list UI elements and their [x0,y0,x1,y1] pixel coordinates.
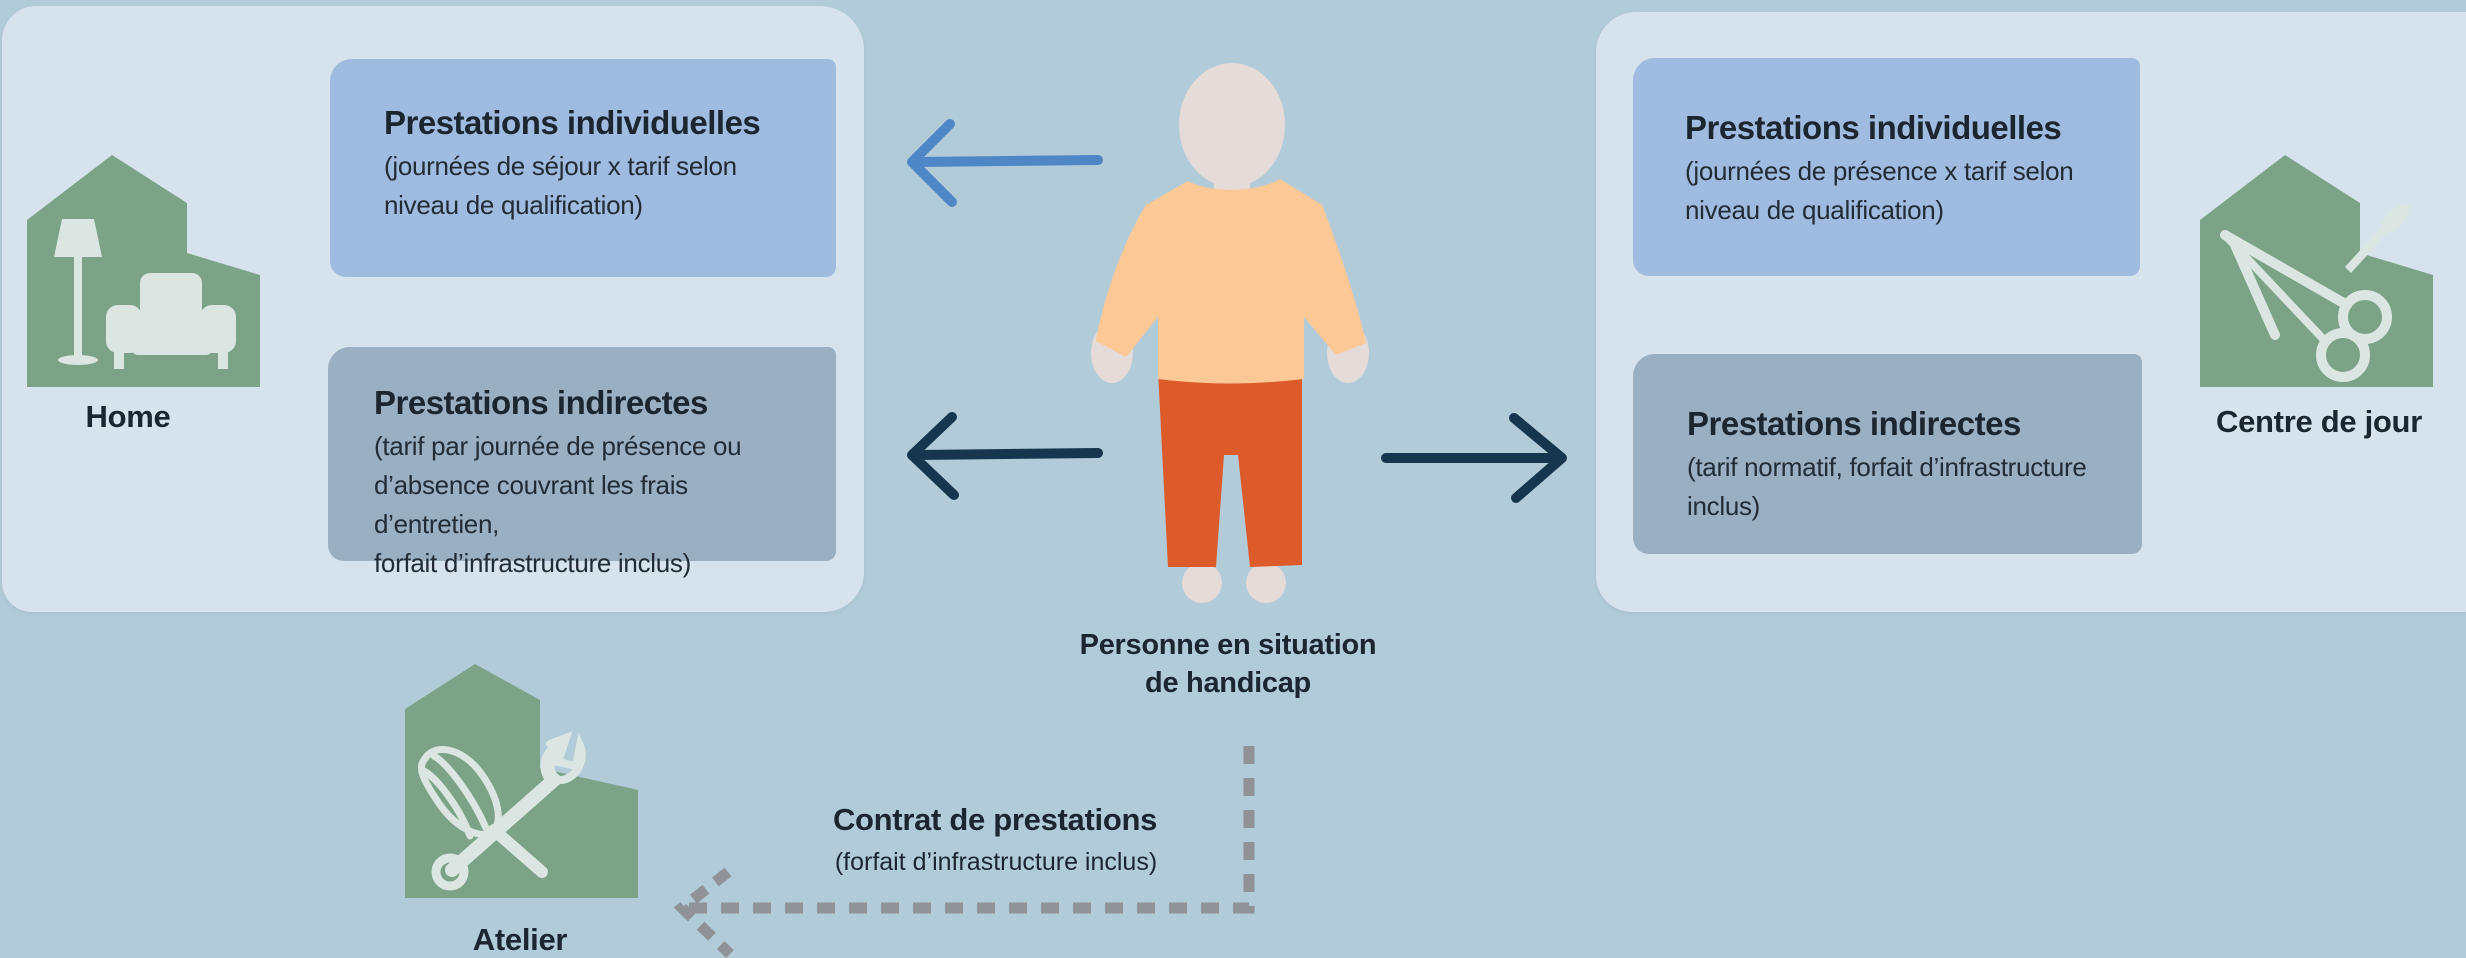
card-title: Prestations indirectes [1687,405,2021,442]
card-title: Prestations indirectes [374,384,708,421]
armchair-icon [106,273,236,369]
card-text-line: (journées de séjour x tarif selon [384,151,737,181]
lamp-icon [54,219,102,365]
home-indirect-card: Prestations indirectes (tarif par journé… [328,347,836,578]
home-label: Home [85,399,171,434]
card-text-line: (tarif par journée de présence ou [374,431,742,461]
person-label-line: Personne en situation [1079,629,1377,661]
scissors-icon [2220,230,2392,382]
person-label-line: de handicap [1145,667,1311,699]
brush-icon [2345,204,2410,273]
card-text-line: (journées de présence x tarif selon [1685,156,2074,186]
arrow-to-centre-indirect [1381,413,1567,503]
home-building-icon [27,155,260,387]
card-text-line: d’absence couvrant les frais d’entretien… [374,470,688,539]
home-individual-card: Prestations individuelles (journées de s… [330,59,836,277]
atelier-building-icon [405,664,638,898]
arrow-to-centre-individual [1352,115,1574,215]
centre-de-jour-label: Centre de jour [2216,404,2422,439]
person-icon [1091,63,1369,603]
contract-subtitle: (forfait d’infrastructure inclus) [834,848,1158,876]
centre-indirect-card: Prestations indirectes (tarif normatif, … [1633,354,2142,554]
card-text-line: (tarif normatif, forfait d’infrastructur… [1687,452,2087,482]
card-title: Prestations individuelles [384,104,761,141]
arrow-to-home-indirect [907,412,1103,500]
card-text-line: forfait d’infrastructure inclus) [374,548,691,578]
centre-individual-card: Prestations individuelles (journées de p… [1633,58,2140,276]
card-text-line: niveau de qualification) [1685,195,1944,225]
card-text-line: inclus) [1687,491,1761,521]
centre-de-jour-building-icon [2200,155,2433,387]
arrow-to-home-individual [907,119,1103,207]
person-label: Personne en situation de handicap [1050,626,1406,702]
card-text-line: niveau de qualification) [384,190,643,220]
contract-dashed-arrow [673,746,1255,958]
atelier-label: Atelier [472,922,568,957]
contract-title: Contrat de prestations [832,802,1158,837]
card-title: Prestations individuelles [1685,109,2062,146]
wrench-icon [431,731,586,891]
